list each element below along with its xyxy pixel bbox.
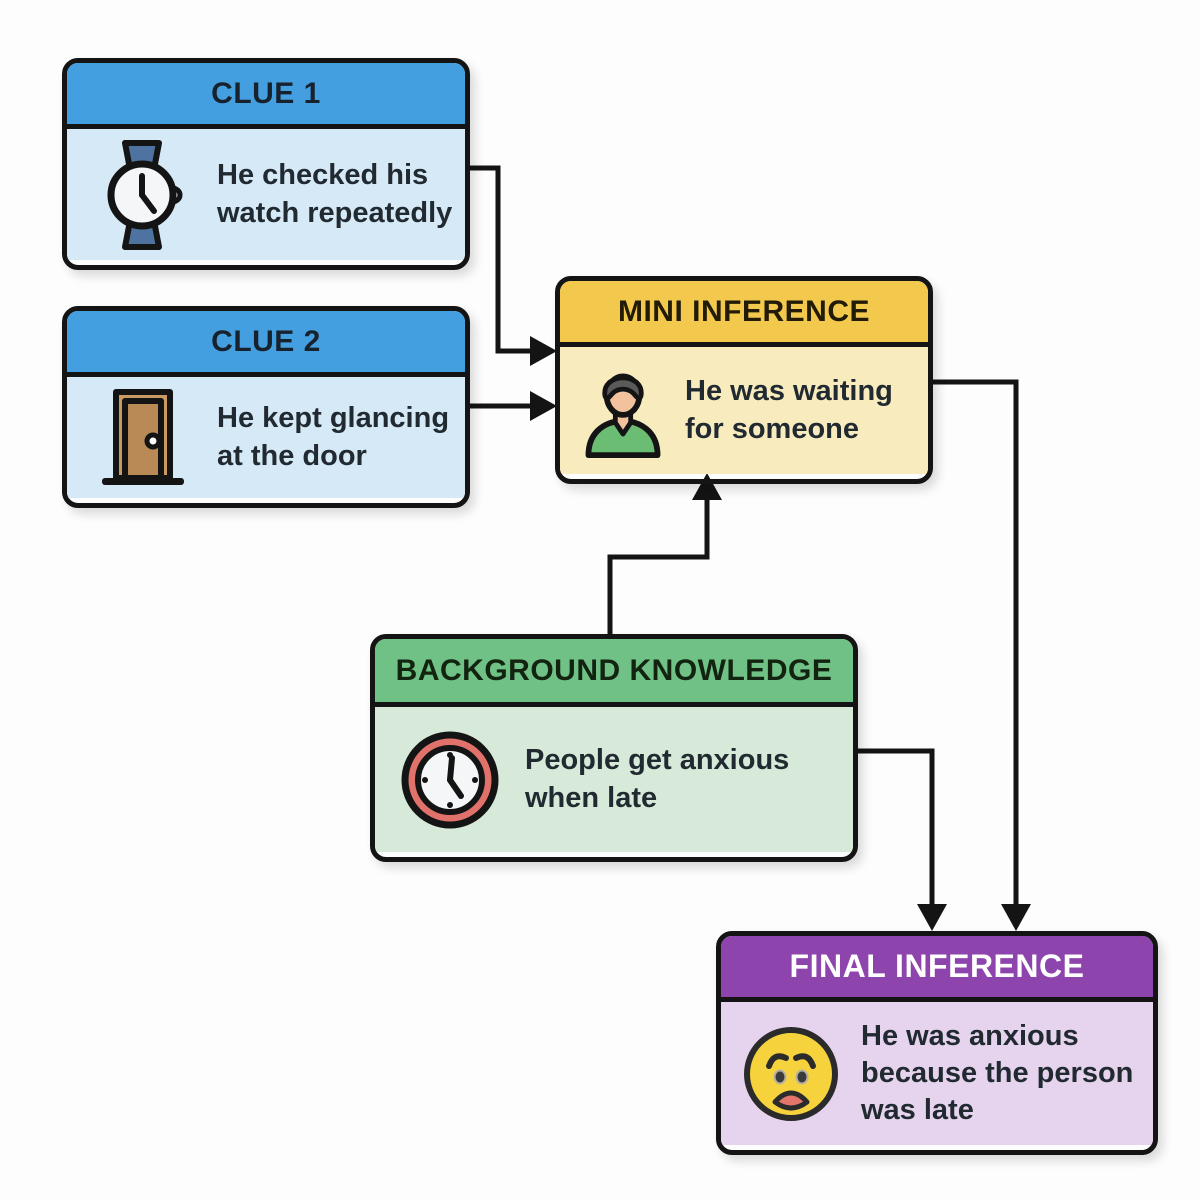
background-knowledge-body: People get anxious when late — [375, 707, 853, 852]
wristwatch-icon — [67, 139, 217, 251]
arrowhead-mini-down — [1001, 904, 1031, 931]
mini-inference-body: He was waiting for someone — [560, 347, 928, 474]
final-inference-body: He was anxious because the person was la… — [721, 1002, 1153, 1145]
background-knowledge-text: People get anxious when late — [525, 744, 790, 814]
clue1-box: CLUE 1 He checked his watch repeatedly — [62, 58, 470, 270]
arrow-background-to-final — [846, 748, 935, 906]
mini-inference-text: He was waiting for someone — [685, 375, 893, 445]
mini-inference-box: MINI INFERENCE He was waiting for someon… — [555, 276, 933, 484]
clue2-box: CLUE 2 He kept glancing at the door — [62, 306, 470, 508]
clue2-body: He kept glancing at the door — [67, 377, 465, 498]
arrowhead-clue1 — [530, 336, 557, 366]
arrow-background-to-mini — [607, 499, 710, 636]
mini-inference-header: MINI INFERENCE — [560, 281, 928, 347]
background-knowledge-box: BACKGROUND KNOWLEDGE People get anxious … — [370, 634, 858, 862]
door-icon — [67, 386, 217, 490]
arrowhead-clue2 — [530, 391, 557, 421]
arrowhead-background-down — [917, 904, 947, 931]
clue2-header: CLUE 2 — [67, 311, 465, 377]
clue1-text: He checked his watch repeatedly — [217, 159, 453, 229]
clue1-body: He checked his watch repeatedly — [67, 129, 465, 260]
arrow-clue1-to-mini — [460, 165, 531, 354]
anxious-face-icon — [721, 1022, 861, 1126]
alarm-clock-icon — [375, 728, 525, 832]
background-knowledge-header: BACKGROUND KNOWLEDGE — [375, 639, 853, 707]
clue2-text: He kept glancing at the door — [217, 402, 450, 472]
arrow-mini-to-final — [921, 379, 1019, 906]
final-inference-box: FINAL INFERENCE He was anxious because t… — [716, 931, 1158, 1155]
final-inference-header: FINAL INFERENCE — [721, 936, 1153, 1002]
final-inference-text: He was anxious because the person was la… — [861, 1019, 1134, 1127]
person-icon — [560, 361, 685, 461]
clue1-header: CLUE 1 — [67, 63, 465, 129]
